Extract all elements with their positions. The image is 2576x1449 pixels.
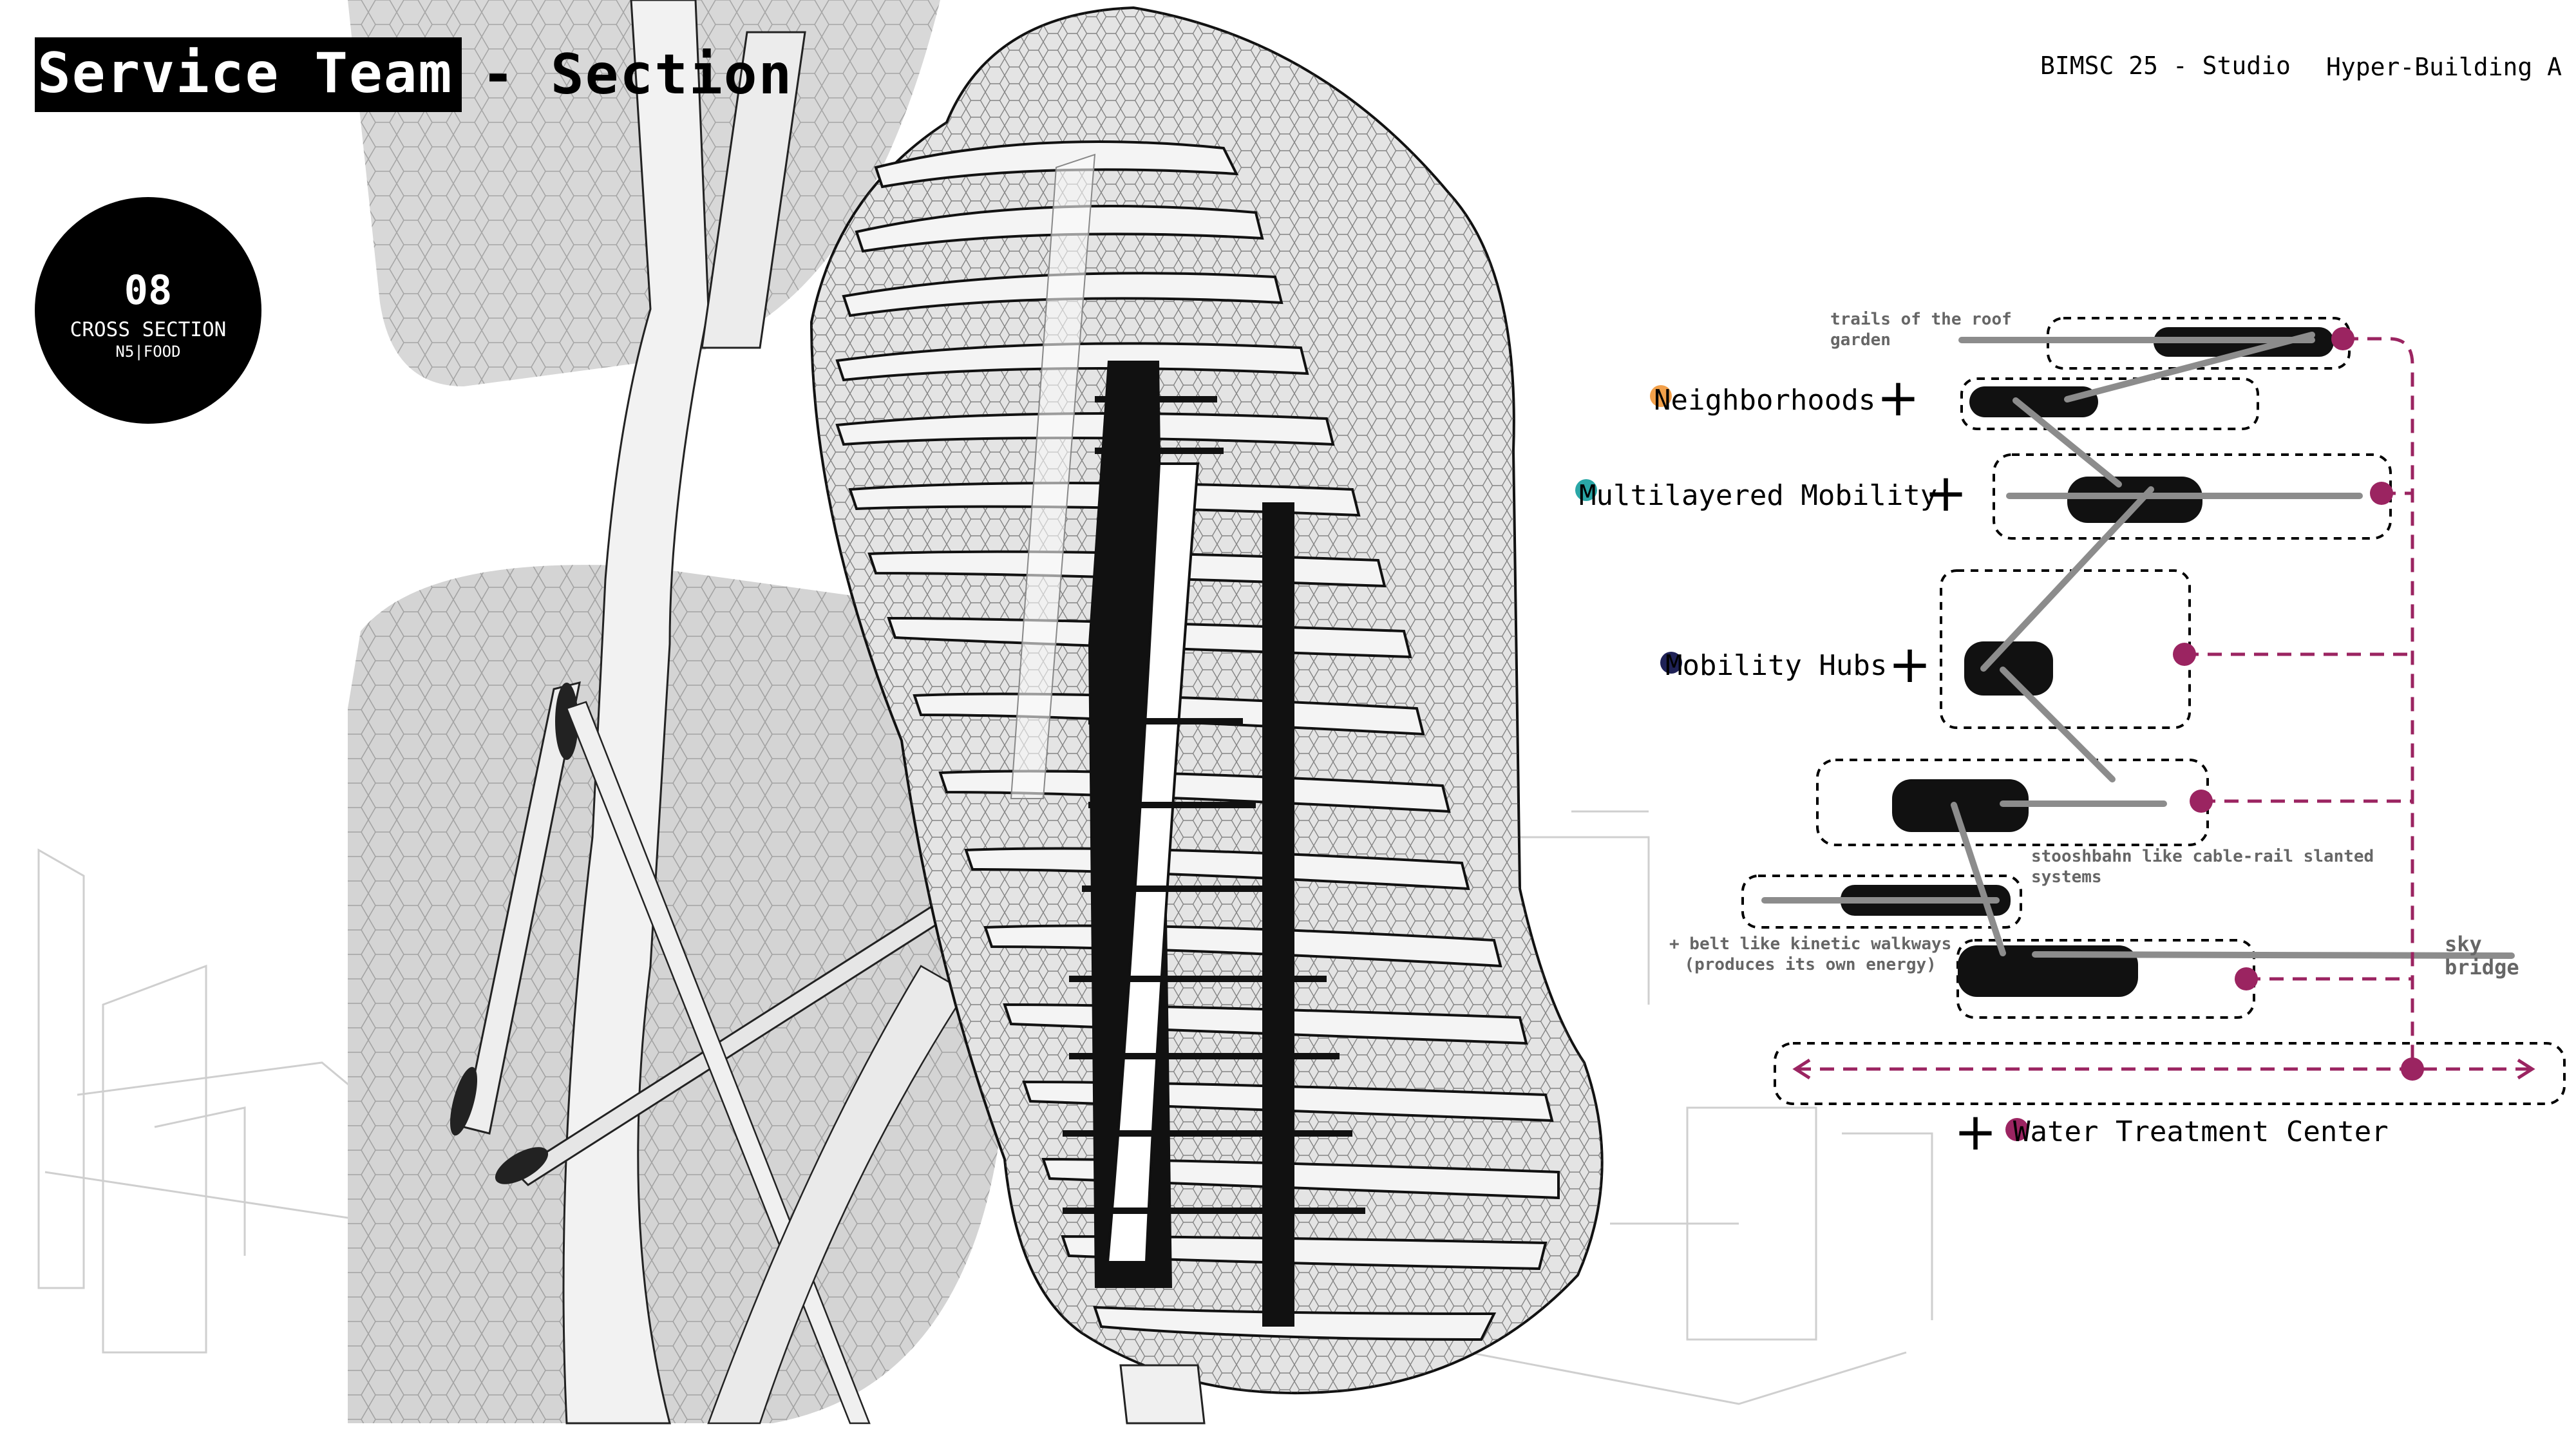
- water-treatment-box: [1774, 1042, 2566, 1105]
- stooshbahn-box: [1816, 759, 2209, 846]
- pill-stooshbahn: [1892, 779, 2029, 832]
- pill-sky: [1958, 945, 2138, 997]
- neighborhoods-label: Neighborhoods: [1654, 384, 1876, 417]
- project-label: Hyper-Building A: [2326, 53, 2562, 81]
- pill-multilayered: [2067, 477, 2202, 523]
- neighborhoods-plus: +: [1877, 368, 1920, 428]
- multilayered-dot: [1575, 479, 1597, 501]
- multilayered-label: Multilayered Mobility: [1579, 479, 1938, 512]
- sky-bridge-box: [1956, 939, 2255, 1019]
- pill-neighborhoods: [1969, 386, 2098, 417]
- title-rest: - Section: [481, 43, 793, 107]
- sky-bridge-note: sky bridge: [2445, 932, 2519, 980]
- diagonal-tube-1: [462, 681, 581, 1135]
- roof-trails-note: trails of the roof garden: [1830, 310, 2012, 350]
- multilayered-plus: +: [1924, 463, 1968, 523]
- badge-label: CROSS SECTION: [70, 318, 227, 341]
- belt-note: + belt like kinetic walkways (produces i…: [1669, 934, 1952, 974]
- neighborhoods-dot: [1650, 385, 1672, 407]
- title-highlight: Service Team: [35, 37, 462, 112]
- badge-sub: N5|FOOD: [115, 343, 181, 361]
- mobility-hubs-label: Mobility Hubs: [1665, 649, 1888, 682]
- page-title: Service Team - Section: [35, 37, 793, 112]
- course-label: BIMSC 25 - Studio: [2040, 52, 2291, 80]
- badge-number: 08: [124, 267, 173, 314]
- stooshbahn-note: stooshbahn like cable-rail slanted syste…: [2031, 847, 2374, 887]
- mobility-hubs-dot: [1660, 652, 1682, 674]
- pill-mobility-hubs: [1964, 641, 2053, 696]
- water-treatment-plus: +: [1954, 1102, 1998, 1162]
- section-badge: 08 CROSS SECTION N5|FOOD: [35, 197, 261, 424]
- neighborhoods-box: [1960, 377, 2259, 430]
- belt-box: [1741, 875, 2022, 929]
- vertical-tube: [562, 0, 710, 1425]
- water-treatment-label: Water Treatment Center: [2013, 1115, 2389, 1148]
- mobility-hubs-plus: +: [1888, 634, 1932, 694]
